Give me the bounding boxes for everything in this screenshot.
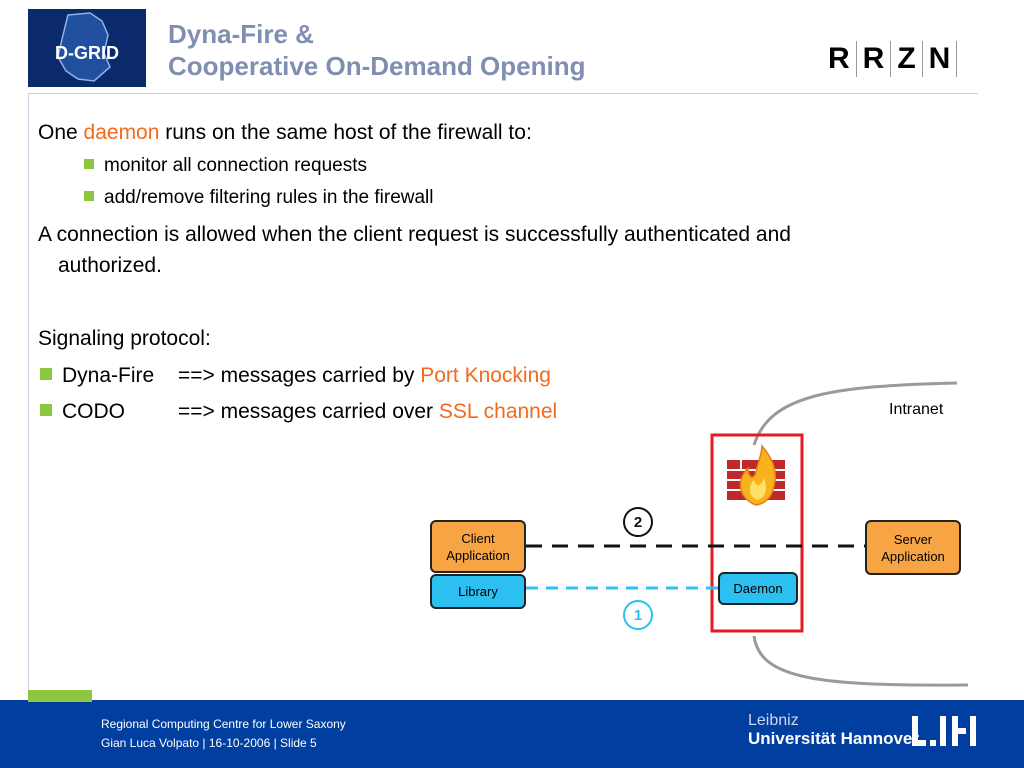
intro-accent: daemon: [83, 121, 160, 144]
luh-logo-icon: [912, 716, 976, 746]
rrzn-separator: [956, 41, 958, 77]
bullet-monitor: monitor all connection requests: [84, 153, 367, 179]
intro-post: runs on the same host of the firewall to…: [159, 121, 532, 144]
server-application-node: Server Application: [865, 520, 961, 575]
bullet-square-icon: [40, 404, 52, 417]
rrzn-letter: R: [828, 42, 850, 75]
client-application-node: Client Application: [430, 520, 526, 573]
bullet-square-icon: [84, 190, 94, 201]
rrzn-letter: R: [862, 42, 885, 75]
rrzn-separator: [921, 41, 923, 77]
intranet-boundary-bottom: [752, 635, 969, 687]
firewall-flame-icon: [727, 443, 785, 506]
rrzn-separator: [855, 41, 857, 77]
signaling-title: Signaling protocol:: [38, 327, 211, 350]
step-2-badge: 2: [623, 507, 653, 537]
bullet-codo: CODO ==> messages carried over SSL channe…: [40, 397, 558, 427]
footer-organization: Regional Computing Centre for Lower Saxo…: [101, 717, 346, 731]
paragraph-connection-line1: A connection is allowed when the client …: [38, 223, 791, 246]
rrzn-separator: [890, 41, 892, 77]
codo-text: ==> messages carried over: [178, 400, 439, 423]
step-1-badge: 1: [623, 600, 653, 630]
slide-title: Dyna-Fire & Cooperative On-Demand Openin…: [168, 18, 586, 82]
codo-name: CODO: [62, 400, 125, 423]
rrzn-letter: Z: [897, 42, 916, 75]
codo-accent: SSL channel: [438, 400, 558, 423]
paragraph-connection-line2: authorized.: [58, 254, 162, 277]
bullet-rules-text: add/remove filtering rules in the firewa…: [104, 187, 434, 208]
bullet-rules: add/remove filtering rules in the firewa…: [84, 185, 434, 211]
dyna-fire-text: ==> messages carried by: [178, 364, 421, 387]
left-divider: [28, 93, 29, 693]
bullet-monitor-text: monitor all connection requests: [104, 155, 367, 176]
server-application-line1: Server: [893, 531, 933, 547]
bullet-square-icon: [40, 368, 52, 381]
daemon-node: Daemon: [718, 572, 798, 605]
bullet-square-icon: [84, 158, 94, 169]
header-divider: [28, 93, 978, 94]
intro-pre: One: [38, 121, 84, 144]
rrzn-logo: R R Z N: [822, 38, 958, 80]
dyna-fire-accent: Port Knocking: [420, 364, 551, 387]
footer-accent: [28, 690, 92, 702]
bullet-dyna-fire: Dyna-Fire ==> messages carried by Port Kn…: [40, 361, 551, 391]
intro-line: One daemon runs on the same host of the …: [38, 118, 532, 148]
university-logo-text: Leibniz Universität Hannover: [748, 712, 919, 749]
footer-author-date-slide: Gian Luca Volpato | 16-10-2006 | Slide 5: [101, 736, 317, 750]
d-grid-logo-text: D-GRID: [55, 43, 119, 63]
client-application-line1: Client: [461, 530, 495, 546]
client-application-line2: Application: [446, 547, 510, 563]
rrzn-letter: N: [928, 42, 951, 75]
intranet-label: Intranet: [889, 401, 944, 418]
slide-title-line2: Cooperative On-Demand Opening: [168, 51, 586, 81]
university-logo-line2: Universität Hannover: [748, 729, 919, 748]
library-node: Library: [430, 574, 526, 609]
dyna-fire-name: Dyna-Fire: [62, 364, 155, 387]
server-application-line2: Application: [881, 548, 945, 564]
footer-bar: [0, 700, 1024, 768]
university-logo-line1: Leibniz: [748, 712, 799, 729]
d-grid-logo: D-GRID: [28, 9, 146, 87]
slide-title-line1: Dyna-Fire &: [168, 19, 314, 49]
